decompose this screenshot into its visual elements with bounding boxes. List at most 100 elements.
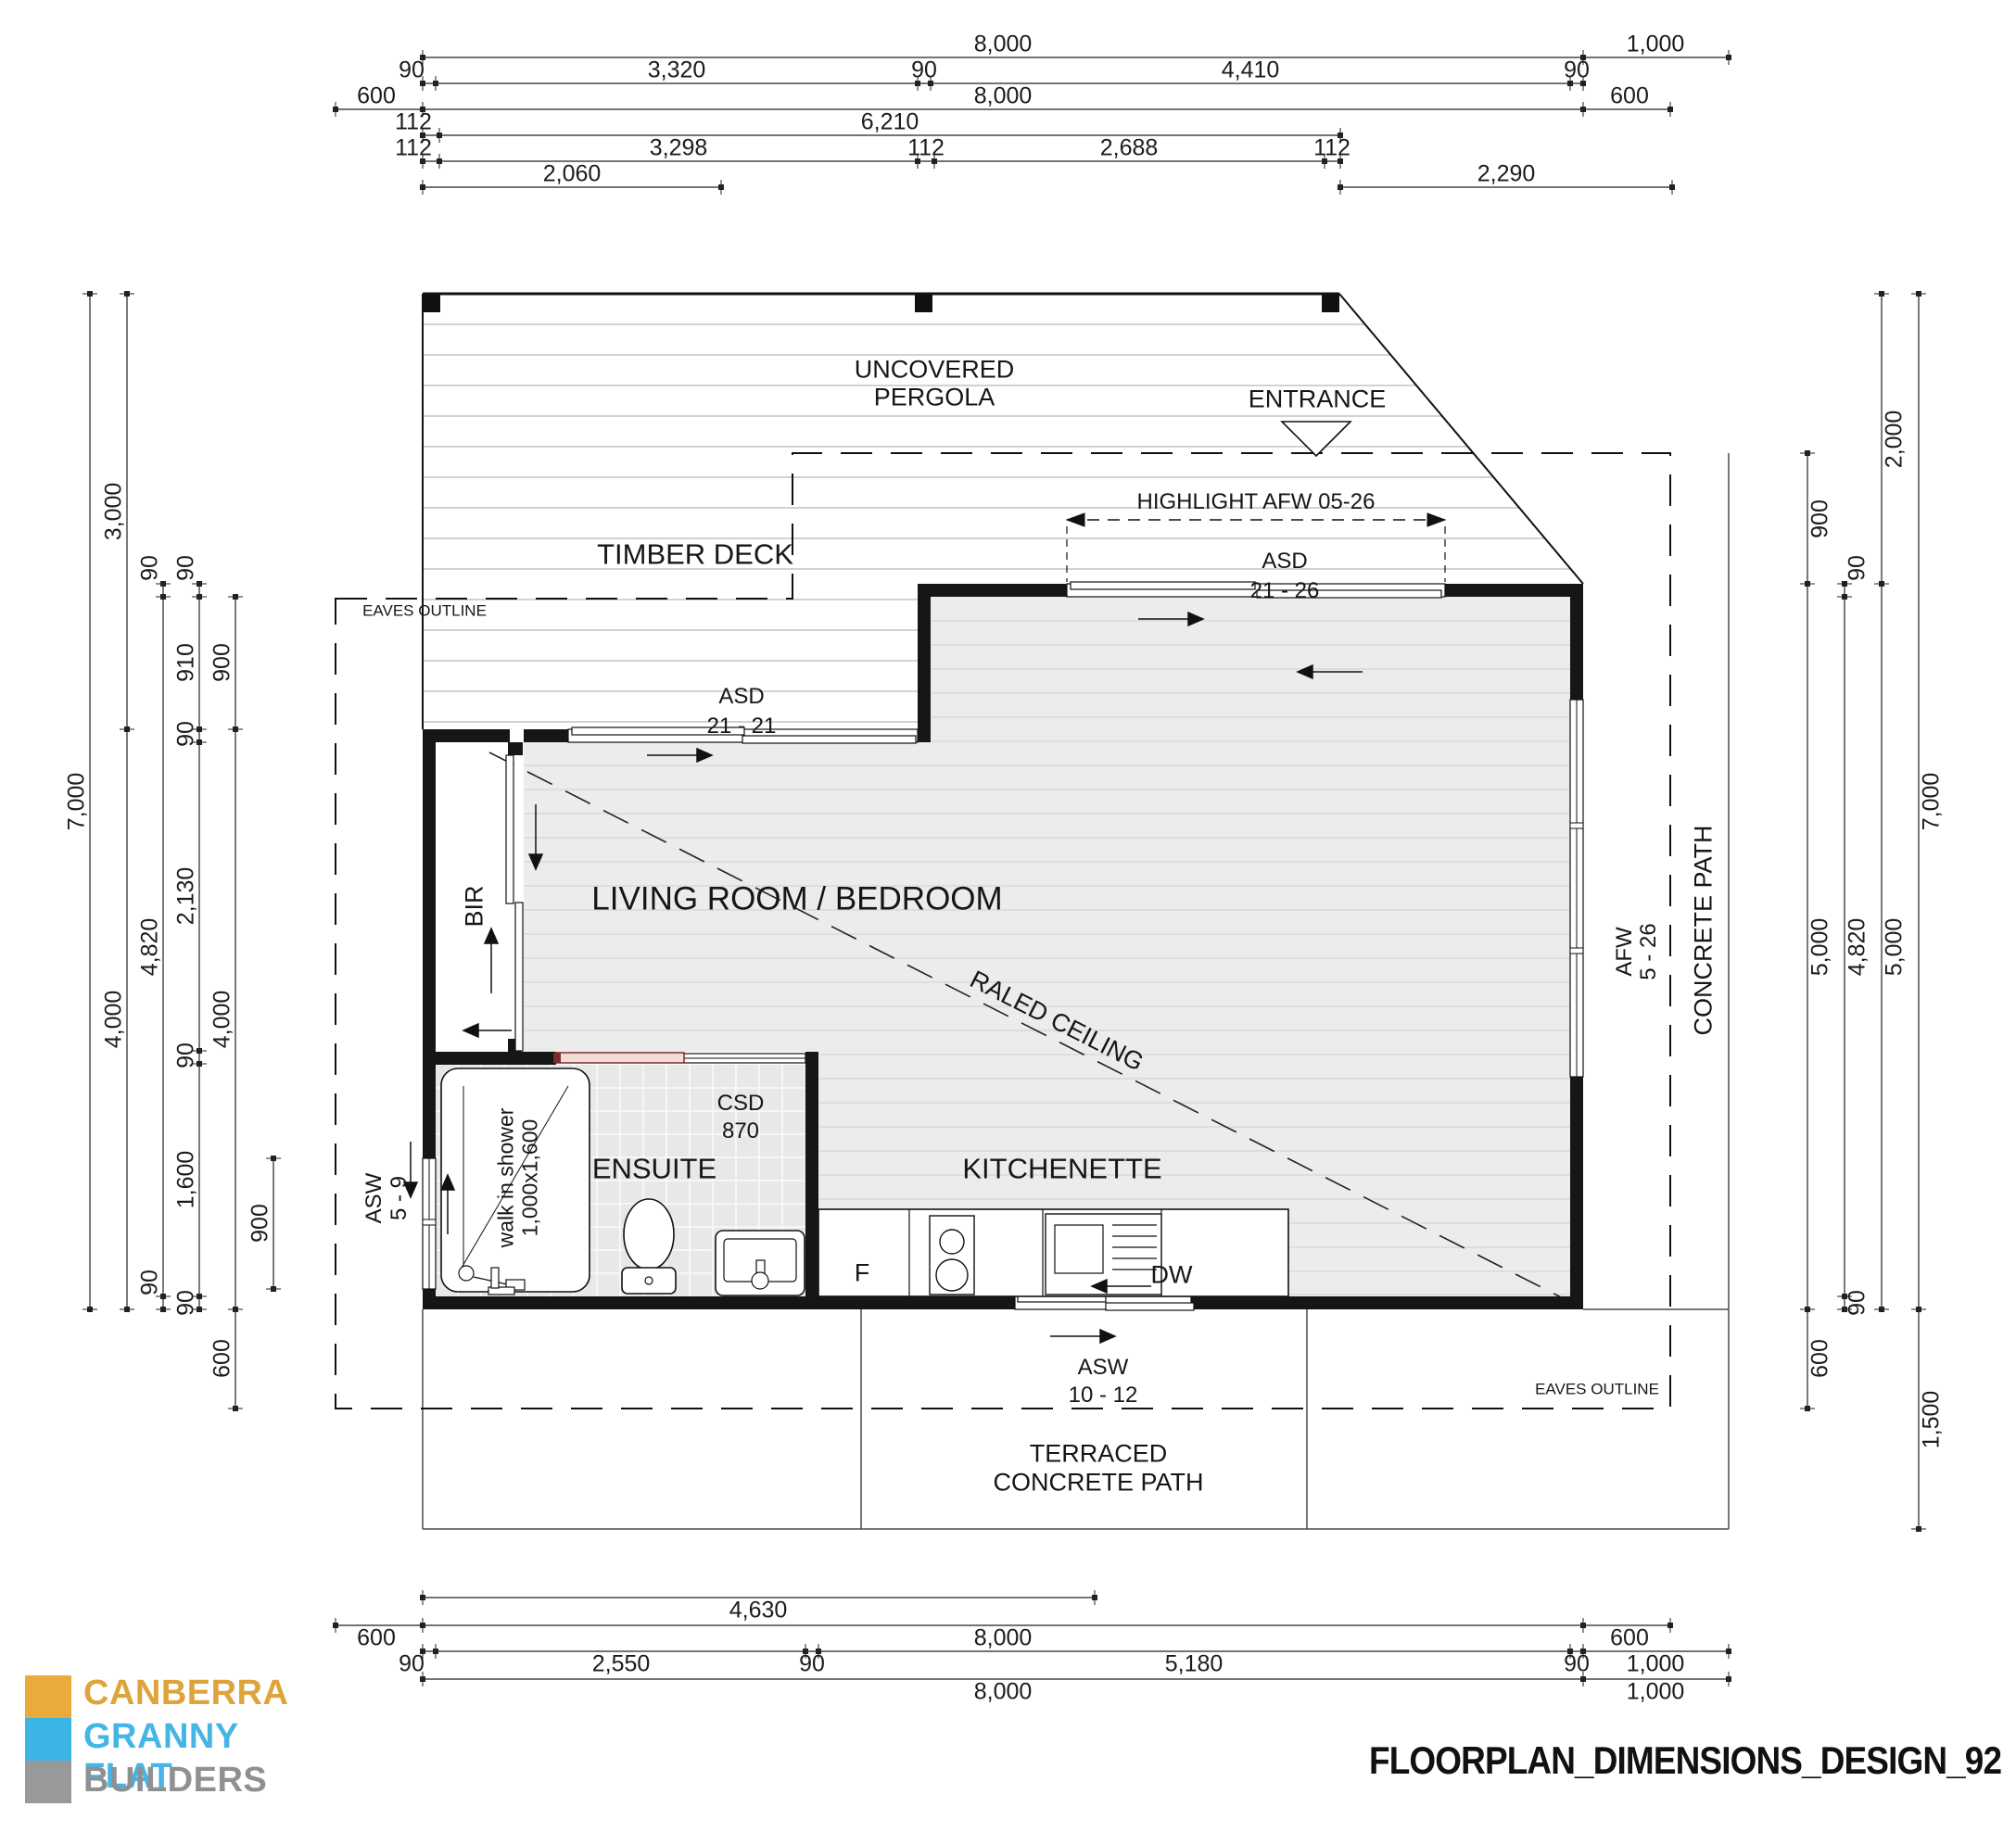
path-concrete-east: CONCRETE PATH (1689, 825, 1718, 1036)
logo-text-line1: CANBERRA (83, 1674, 289, 1712)
dim-label: 90 (1844, 555, 1870, 581)
door-csd-code: CSD (716, 1091, 765, 1116)
dim-label: 90 (1564, 1650, 1590, 1677)
logo-text-line2: GRANNY FLAT (83, 1717, 238, 1796)
dimension-chains (82, 50, 1926, 1687)
window-asw-10-12-size: 10 - 12 (1068, 1383, 1138, 1408)
dim-label: 3,320 (647, 57, 706, 83)
asw-10-12-panel-right (1105, 1302, 1195, 1311)
room-kitchenette: KITCHENETTE (962, 1152, 1162, 1185)
dim-label: 90 (172, 1042, 199, 1068)
door-csd-size: 870 (721, 1118, 760, 1143)
window-asw-5-9-code: ASW (361, 1172, 387, 1224)
entrance-label: ENTRANCE (1248, 385, 1387, 413)
highlight-window-note: HIGHLIGHT AFW 05-26 (1136, 489, 1376, 514)
dim-label: 600 (209, 1339, 235, 1378)
dim-label: 5,000 (1881, 917, 1908, 977)
dim-label: 8,000 (973, 1678, 1033, 1705)
dim-label: 6,210 (860, 108, 919, 135)
dim-label: 7,000 (63, 772, 90, 831)
dim-label: 112 (1313, 134, 1350, 161)
logo-block-blue (25, 1718, 71, 1761)
openings (422, 581, 1584, 1311)
vanity-sink (715, 1230, 805, 1296)
dim-label: 2,688 (1099, 134, 1159, 161)
asd-21-26-panel-left (1070, 581, 1256, 590)
shower-note-line2: 1,000x1,600 (517, 1118, 542, 1237)
bir-door-panel-2 (514, 902, 524, 1052)
dim-label: 90 (1844, 1290, 1870, 1316)
eaves-outline-bottom: EAVES OUTLINE (1535, 1380, 1659, 1398)
dim-label: 4,000 (100, 990, 127, 1049)
logo-blocks (25, 1675, 71, 1803)
dim-label: 2,550 (591, 1650, 651, 1677)
window-afw-5-26-code: AFW (1612, 927, 1637, 977)
dim-label: 910 (172, 643, 199, 682)
shower-note-line1: walk in shower (493, 1107, 518, 1248)
dim-label: 112 (395, 108, 432, 135)
room-bir: BIR (460, 885, 488, 928)
dim-label: 90 (399, 57, 425, 83)
asd-21-21-panel-left (571, 726, 745, 736)
drawing-title: FLOORPLAN_DIMENSIONS_DESIGN_92 (1368, 1738, 2002, 1782)
window-asd-21-26-code: ASD (1262, 549, 1308, 574)
dim-label: 4,410 (1221, 57, 1280, 83)
window-afw-5-26-size: 5 - 26 (1636, 923, 1661, 980)
eaves-outline-dashed (335, 452, 1671, 1409)
fixture-fridge: F (854, 1258, 870, 1287)
dim-label: 90 (799, 1650, 825, 1677)
dim-label: 90 (911, 57, 937, 83)
room-living: LIVING ROOM / BEDROOM (591, 880, 1003, 917)
dim-label: 4,630 (729, 1597, 788, 1624)
logo-block-yellow (25, 1675, 71, 1718)
dim-label: 900 (1807, 499, 1833, 538)
area-pergola-line2: PERGOLA (873, 383, 995, 411)
walls (423, 584, 1583, 1309)
path-terraced-line1: TERRACED (1029, 1439, 1168, 1468)
dim-label: 2,130 (172, 866, 199, 926)
fixture-dishwasher: DW (1150, 1260, 1193, 1289)
dim-label: 8,000 (973, 31, 1033, 57)
dim-label: 7,000 (1918, 772, 1945, 831)
dim-label: 90 (1564, 57, 1590, 83)
toilet (621, 1198, 677, 1295)
dim-label: 4,820 (136, 917, 163, 977)
highlight-afw-arrows (1065, 512, 1447, 582)
area-timber-deck: TIMBER DECK (597, 537, 793, 571)
dim-label: 1,000 (1626, 31, 1685, 57)
kitchen-counter (818, 1208, 1289, 1297)
window-asd-21-21-size: 21 - 21 (706, 714, 777, 739)
dim-label: 600 (1807, 1339, 1833, 1378)
dim-label: 1,500 (1918, 1390, 1945, 1449)
dim-label: 1,000 (1626, 1678, 1685, 1705)
path-terraced-line2: CONCRETE PATH (993, 1468, 1204, 1497)
dim-label: 900 (209, 643, 235, 682)
asd-21-26-panel-right (1256, 589, 1442, 599)
shower (440, 1068, 590, 1295)
dim-label: 8,000 (973, 82, 1033, 109)
dim-label: 90 (136, 555, 163, 581)
shower-drain (458, 1265, 475, 1282)
dim-label: 600 (357, 82, 396, 109)
dim-label: 3,298 (649, 134, 708, 161)
dim-label: 600 (1610, 1624, 1649, 1651)
site-lines (422, 453, 1730, 1530)
dim-label: 90 (399, 1650, 425, 1677)
dim-label: 2,000 (1881, 410, 1908, 469)
dim-label: 5,000 (1807, 917, 1833, 977)
area-pergola-line1: UNCOVERED (854, 355, 1015, 384)
dim-label: 90 (172, 555, 199, 581)
csd-door-panel (555, 1052, 685, 1064)
dim-label: 90 (172, 721, 199, 747)
bir-door-panel-1 (505, 754, 514, 904)
csd-door-edge (553, 1053, 561, 1063)
dim-label: 5,180 (1164, 1650, 1224, 1677)
room-ensuite: ENSUITE (591, 1152, 717, 1185)
swing-arrows (402, 611, 1363, 1345)
eaves-outline-left: EAVES OUTLINE (362, 601, 487, 620)
asd-21-21-panel-right (742, 735, 917, 744)
dim-label: 3,000 (100, 482, 127, 541)
dim-label: 90 (136, 1270, 163, 1295)
